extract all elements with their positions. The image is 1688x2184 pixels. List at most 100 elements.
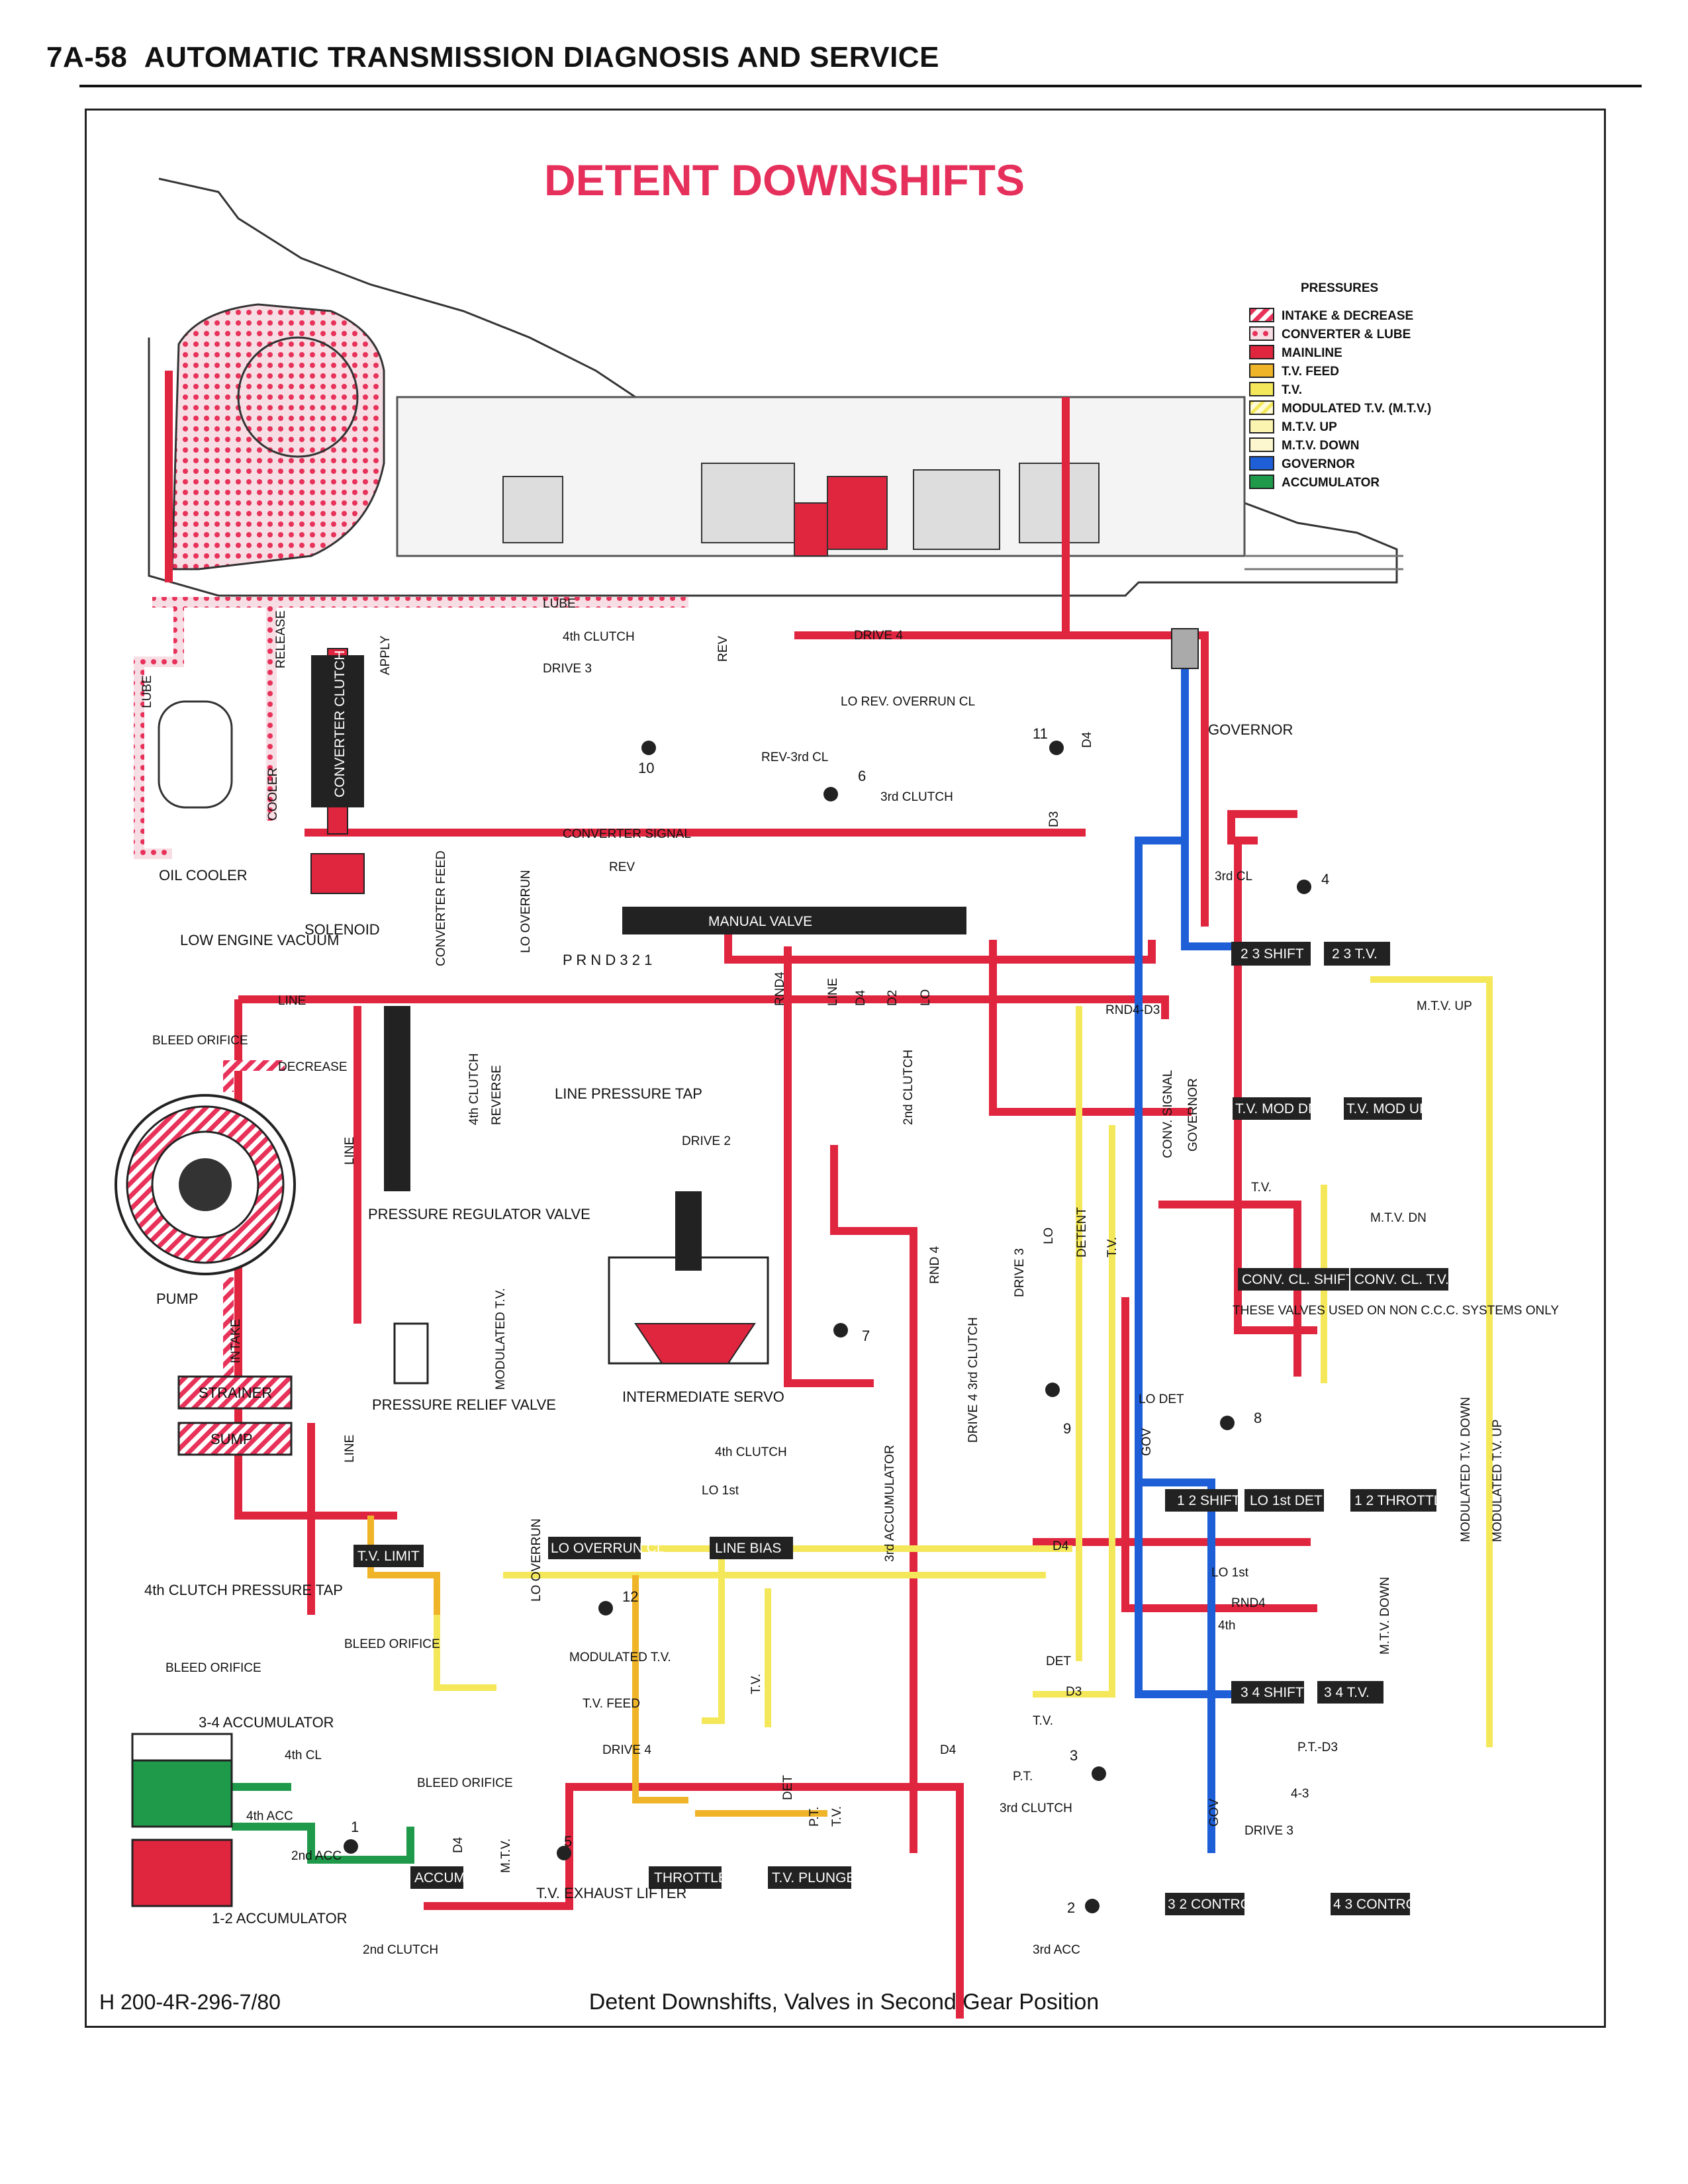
governor-label: GOVERNOR bbox=[1208, 721, 1293, 738]
label-lo-overrun-v: LO OVERRUN bbox=[519, 870, 533, 953]
valve-34-tv: 3 4 T.V. bbox=[1317, 1681, 1383, 1704]
label-lo-1st: LO 1st bbox=[702, 1484, 739, 1498]
check-ball-7: 7 bbox=[862, 1328, 870, 1344]
oil-cooler-body bbox=[158, 700, 233, 809]
pressure-regulator-label: PRESSURE REGULATOR VALVE bbox=[368, 1206, 590, 1222]
label-d3: D3 bbox=[1066, 1685, 1082, 1699]
label-conv-signal-v: CONV. SIGNAL bbox=[1161, 1070, 1175, 1158]
figure-caption: Detent Downshifts, Valves in Second Gear… bbox=[588, 1989, 1100, 2015]
valve-tv-plunger: T.V. PLUNGER bbox=[768, 1866, 866, 1889]
intermediate-servo-label: INTERMEDIATE SERVO bbox=[622, 1388, 784, 1405]
label-gov-v2: GOV bbox=[1207, 1798, 1221, 1827]
converter-clutch-valve bbox=[311, 655, 364, 807]
label-2nd-acc: 2nd ACC bbox=[291, 1849, 342, 1863]
legend-item-mainline: MAINLINE bbox=[1282, 346, 1342, 360]
svg-text:T.V. MOD UP: T.V. MOD UP bbox=[1346, 1101, 1429, 1116]
sump bbox=[177, 1422, 293, 1456]
diagram-frame bbox=[85, 109, 1606, 2028]
fourth-clutch-tap-label: 4th CLUTCH PRESSURE TAP bbox=[144, 1582, 343, 1598]
governor-body bbox=[1171, 628, 1199, 669]
label-4th-acc: 4th ACC bbox=[246, 1809, 293, 1823]
page-ref: 7A-58 bbox=[46, 41, 128, 73]
line-pressure-tap-label: LINE PRESSURE TAP bbox=[555, 1085, 702, 1102]
svg-text:1 2 SHIFT: 1 2 SHIFT bbox=[1177, 1493, 1241, 1508]
accumulator-circuit bbox=[232, 1783, 414, 1864]
label-drive-2: DRIVE 2 bbox=[682, 1134, 731, 1148]
svg-text:T.V. MOD DN: T.V. MOD DN bbox=[1235, 1101, 1318, 1116]
label-pt-v: P.T. bbox=[808, 1807, 821, 1827]
svg-text:2 3 SHIFT: 2 3 SHIFT bbox=[1241, 946, 1304, 962]
label-3rd-acc: 3rd ACC bbox=[1033, 1943, 1080, 1957]
label-4th-clutch-v: 4th CLUTCH bbox=[467, 1053, 481, 1125]
check-balls: 1 2 3 4 5 6 7 8 9 10 11 12 bbox=[344, 725, 1329, 1916]
legend-item-governor: GOVERNOR bbox=[1282, 457, 1355, 471]
label-mtv-up: M.T.V. UP bbox=[1417, 999, 1472, 1013]
label-lo-1st-2: LO 1st bbox=[1211, 1566, 1249, 1580]
check-ball-11: 11 bbox=[1033, 725, 1048, 742]
svg-text:CONV. CL. T.V.: CONV. CL. T.V. bbox=[1354, 1272, 1449, 1287]
label-d4-v2: D4 bbox=[854, 989, 868, 1006]
label-reverse-v: REVERSE bbox=[490, 1065, 504, 1125]
page-section-title: AUTOMATIC TRANSMISSION DIAGNOSIS AND SER… bbox=[144, 41, 939, 73]
legend-item-tv-feed: T.V. FEED bbox=[1282, 365, 1339, 379]
label-det: DET bbox=[1046, 1655, 1071, 1668]
clutch-packs bbox=[502, 463, 1100, 557]
label-cooler-v: COOLER bbox=[266, 768, 280, 821]
label-lo-v2: LO bbox=[1042, 1228, 1056, 1244]
label-rev-3rd-cl: REV-3rd CL bbox=[761, 751, 828, 764]
accumulator-34 bbox=[131, 1733, 233, 1828]
svg-text:THROTTLE: THROTTLE bbox=[654, 1870, 727, 1886]
converter-turbine bbox=[237, 336, 359, 458]
valve-43-control: 4 3 CONTROL bbox=[1331, 1893, 1425, 1915]
label-detent-v: DETENT bbox=[1075, 1207, 1089, 1257]
label-3rd-accumulator-v: 3rd ACCUMULATOR bbox=[883, 1445, 897, 1562]
label-lo-overrun-v2: LO OVERRUN bbox=[530, 1518, 543, 1602]
label-rnd4-d3: RND4-D3 bbox=[1105, 1003, 1160, 1017]
label-lo-det: LO DET bbox=[1139, 1392, 1184, 1406]
accumulator-12-label: 1-2 ACCUMULATOR bbox=[212, 1910, 348, 1927]
label-line-v2: LINE bbox=[343, 1435, 357, 1463]
valve-32-control: 3 2 CONTROL bbox=[1165, 1893, 1259, 1915]
legend-item-mtv: MODULATED T.V. (M.T.V.) bbox=[1282, 402, 1431, 416]
valve-34-shift: 3 4 SHIFT bbox=[1231, 1681, 1304, 1704]
bleed-orifice-label: BLEED ORIFICE bbox=[152, 1034, 248, 1048]
label-line-v3: LINE bbox=[826, 978, 840, 1006]
svg-text:CONV. CL. SHIFT: CONV. CL. SHIFT bbox=[1242, 1272, 1354, 1287]
label-decrease: DECREASE bbox=[278, 1060, 348, 1074]
label-4th-clutch: 4th CLUTCH bbox=[563, 630, 635, 644]
check-ball-2: 2 bbox=[1067, 1899, 1075, 1916]
legend-item-mtv-down: M.T.V. DOWN bbox=[1282, 439, 1360, 453]
label-mtv-v: M.T.V. bbox=[499, 1839, 513, 1873]
pressure-relief-valve-body bbox=[393, 1322, 429, 1385]
pressure-regulator-valve-body bbox=[384, 1006, 410, 1191]
label-modulated-tv: MODULATED T.V. bbox=[569, 1651, 671, 1664]
valve-conv-cl-shift: CONV. CL. SHIFT bbox=[1238, 1268, 1354, 1291]
label-3rd-clutch-v: 3rd CLUTCH bbox=[966, 1317, 980, 1390]
label-lo-v: LO bbox=[919, 989, 933, 1006]
legend-swatch-converter bbox=[1249, 326, 1274, 341]
label-gov-v: GOV bbox=[1140, 1428, 1154, 1456]
legend-swatch-mtv bbox=[1249, 400, 1274, 415]
check-ball-4: 4 bbox=[1321, 871, 1329, 887]
legend-swatch-intake bbox=[1249, 308, 1274, 322]
label-4th: 4th bbox=[1218, 1619, 1235, 1633]
label-converter-signal: CONVERTER SIGNAL bbox=[563, 827, 691, 841]
legend-item-intake: INTAKE & DECREASE bbox=[1282, 309, 1413, 323]
check-ball-1: 1 bbox=[351, 1819, 359, 1835]
label-d3-v: D3 bbox=[1047, 811, 1061, 827]
tv-circuit bbox=[434, 976, 1493, 1747]
label-bleed-orifice-3: BLEED ORIFICE bbox=[417, 1776, 513, 1790]
label-det-v: DET bbox=[781, 1775, 795, 1800]
svg-text:LINE BIAS: LINE BIAS bbox=[715, 1541, 781, 1556]
label-drive-4-2: DRIVE 4 bbox=[602, 1743, 651, 1757]
label-lube: LUBE bbox=[543, 597, 576, 611]
solenoid-body bbox=[310, 853, 365, 894]
label-d2-v: D2 bbox=[886, 990, 900, 1006]
label-d4: D4 bbox=[1053, 1539, 1069, 1553]
svg-text:T.V. LIMIT: T.V. LIMIT bbox=[357, 1549, 420, 1564]
pressure-legend: PRESSURES INTAKE & DECREASE CONVERTER & … bbox=[1249, 281, 1431, 490]
governor-circuit bbox=[1135, 662, 1238, 1853]
label-pt-d3: P.T.-D3 bbox=[1297, 1741, 1338, 1754]
valve-line-bias: LINE BIAS bbox=[710, 1537, 793, 1559]
